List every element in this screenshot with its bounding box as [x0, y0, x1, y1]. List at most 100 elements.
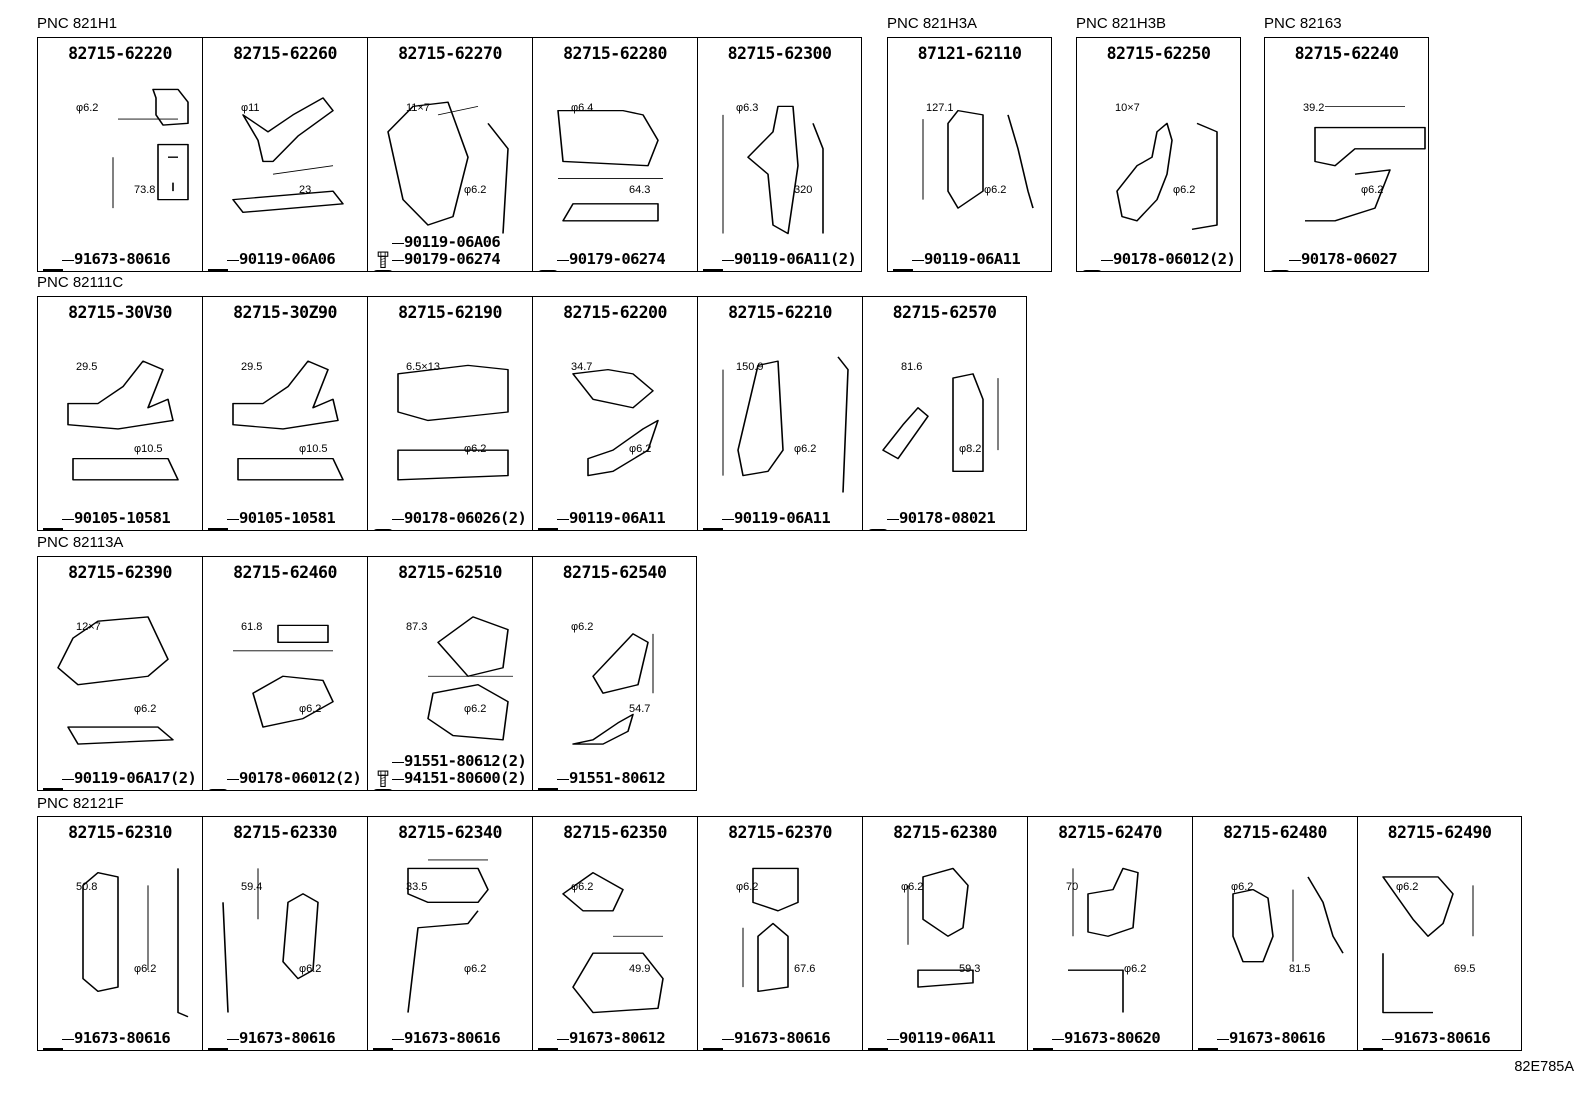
clip-icon	[1271, 270, 1289, 271]
group-label: PNC 821H3A	[887, 15, 978, 32]
part-number: 82715-62280	[563, 44, 667, 63]
part-number: 87121-62110	[917, 44, 1022, 63]
dimension-label: φ6.2	[134, 703, 157, 715]
bolt-icon	[703, 269, 723, 271]
bolt-part-number: 91673-80620	[1064, 1029, 1161, 1047]
clip-icon	[869, 529, 887, 530]
dimension-label: 54.7	[629, 703, 651, 715]
group-label: PNC 82163	[1264, 15, 1342, 32]
fastener-callout: 90178-06012(2)	[207, 753, 367, 790]
dimension-label: φ6.2	[299, 703, 322, 715]
dimension-label: φ6.3	[736, 102, 759, 114]
bolt-icon	[208, 528, 228, 530]
dimension-label: 11×7	[406, 102, 430, 114]
dimension-label: 70	[1066, 881, 1079, 893]
bolt-icon	[373, 1048, 393, 1050]
dimension-label: 39.2	[1303, 102, 1325, 114]
clip-icon	[1083, 270, 1101, 271]
dimension-label: 6.5×13	[406, 361, 440, 373]
group-label: PNC 82121F	[37, 795, 124, 812]
part-cell[interactable]: 82715-62340 33.5 φ6.2 91673-80616	[367, 816, 532, 1051]
dimension-label: 150.9	[736, 361, 764, 373]
bolt-part-number: 90105-10581	[74, 509, 171, 527]
part-number: 82715-62340	[398, 823, 502, 842]
part-number: 82715-62470	[1058, 823, 1162, 842]
bolt-icon	[893, 269, 913, 271]
bolt-icon	[538, 1048, 558, 1050]
clip-part-number: 90178-06012(2)	[1113, 250, 1236, 268]
fastener-callout: 90178-06012(2)	[1081, 234, 1240, 271]
part-number: 82715-30Z90	[233, 303, 337, 322]
fastener-callout: 90178-06026(2)	[372, 493, 532, 530]
bolt-icon	[377, 251, 389, 268]
bolt-part-number: 91673-80616	[74, 250, 171, 268]
bolt-icon	[703, 528, 723, 530]
dimension-label: φ6.2	[1396, 881, 1419, 893]
part-number: 82715-62390	[68, 563, 172, 582]
dimension-label: φ6.2	[464, 443, 487, 455]
part-number: 82715-62460	[233, 563, 337, 582]
part-number: 82715-62490	[1387, 823, 1492, 842]
bolt-icon	[538, 528, 558, 530]
dimension-label: φ6.2	[299, 963, 322, 975]
bolt-icon	[1198, 1048, 1218, 1050]
bracket-drawing: 150.9 φ6.2	[698, 323, 861, 501]
bolt-part-number: 91673-80616	[1229, 1029, 1326, 1047]
dimension-label: φ6.2	[464, 963, 487, 975]
clip-icon	[374, 529, 392, 530]
dimension-label: 50.8	[76, 881, 98, 893]
dimension-label: 33.5	[406, 881, 428, 893]
dimension-label: φ6.2	[794, 443, 817, 455]
dimension-label: 23	[299, 184, 312, 196]
bolt-icon	[43, 528, 63, 530]
part-number: 82715-62260	[233, 44, 337, 63]
fastener-callout: 91673-80616	[372, 1013, 532, 1050]
fastener-callout: 90178-08021	[867, 493, 1026, 530]
dimension-label: 49.9	[629, 963, 651, 975]
fastener-callout: 90119-06A11	[867, 1013, 1027, 1050]
fastener-callout: 91673-80616	[42, 1013, 202, 1050]
bolt-part-number: 90119-06A11	[734, 509, 831, 527]
bolt-icon	[703, 1048, 723, 1050]
part-number: 82715-30V30	[68, 303, 172, 322]
clip-part-number: 94151-80600(2)	[404, 769, 527, 787]
dimension-label: φ6.2	[464, 184, 487, 196]
dimension-label: 12×7	[76, 621, 101, 633]
